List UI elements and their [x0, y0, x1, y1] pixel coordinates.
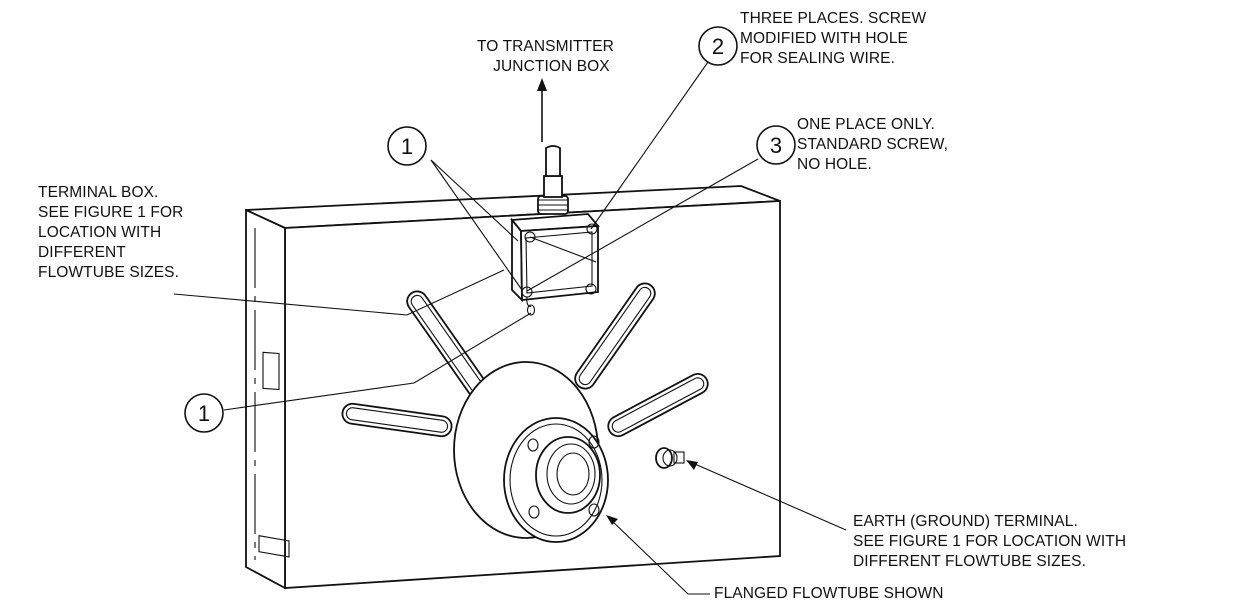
label-transmitter-line2: JUNCTION BOX	[493, 58, 610, 75]
label-transmitter-line1: TO TRANSMITTER	[477, 38, 614, 55]
label-earth-line1: EARTH (GROUND) TERMINAL.	[853, 513, 1078, 530]
terminal-box	[510, 145, 600, 316]
svg-text:1: 1	[198, 401, 210, 426]
label-three-places-line1: THREE PLACES. SCREW	[740, 10, 927, 27]
label-earth-terminal: EARTH (GROUND) TERMINAL. SEE FIGURE 1 FO…	[853, 512, 1126, 572]
label-one-place: ONE PLACE ONLY. STANDARD SCREW, NO HOLE.	[797, 115, 948, 175]
label-three-places-line2: MODIFIED WITH HOLE	[740, 30, 908, 47]
svg-text:2: 2	[712, 34, 724, 59]
label-one-place-line3: NO HOLE.	[797, 156, 872, 173]
callout-1-top: 1	[387, 126, 427, 166]
label-three-places: THREE PLACES. SCREW MODIFIED WITH HOLE F…	[740, 9, 926, 69]
callout-2: 2	[698, 26, 738, 66]
label-three-places-line3: FOR SEALING WIRE.	[740, 50, 895, 67]
label-terminal-box-line2: SEE FIGURE 1 FOR	[38, 204, 184, 221]
callout-1-bottom: 1	[184, 393, 224, 433]
label-flanged-flowtube: FLANGED FLOWTUBE SHOWN	[714, 584, 944, 604]
label-terminal-box-line5: FLOWTUBE SIZES.	[38, 264, 180, 281]
callout-3: 3	[756, 125, 796, 165]
svg-text:1: 1	[401, 134, 413, 159]
label-one-place-line2: STANDARD SCREW,	[797, 136, 949, 153]
label-earth-line3: DIFFERENT FLOWTUBE SIZES.	[853, 553, 1087, 570]
label-terminal-box-line4: DIFFERENT	[38, 244, 126, 261]
label-terminal-box: TERMINAL BOX. SEE FIGURE 1 FOR LOCATION …	[38, 183, 183, 283]
label-terminal-box-line1: TERMINAL BOX.	[38, 184, 159, 201]
label-terminal-box-line3: LOCATION WITH	[38, 224, 162, 241]
label-transmitter: TO TRANSMITTER JUNCTION BOX	[477, 37, 614, 77]
flange	[453, 361, 609, 543]
svg-text:3: 3	[770, 133, 782, 158]
transmitter-arrow	[537, 78, 547, 142]
label-flanged-text: FLANGED FLOWTUBE SHOWN	[714, 585, 944, 602]
label-earth-line2: SEE FIGURE 1 FOR LOCATION WITH	[853, 533, 1127, 550]
earth-terminal	[655, 447, 685, 469]
label-one-place-line1: ONE PLACE ONLY.	[797, 116, 935, 133]
leader-lines	[173, 61, 847, 595]
